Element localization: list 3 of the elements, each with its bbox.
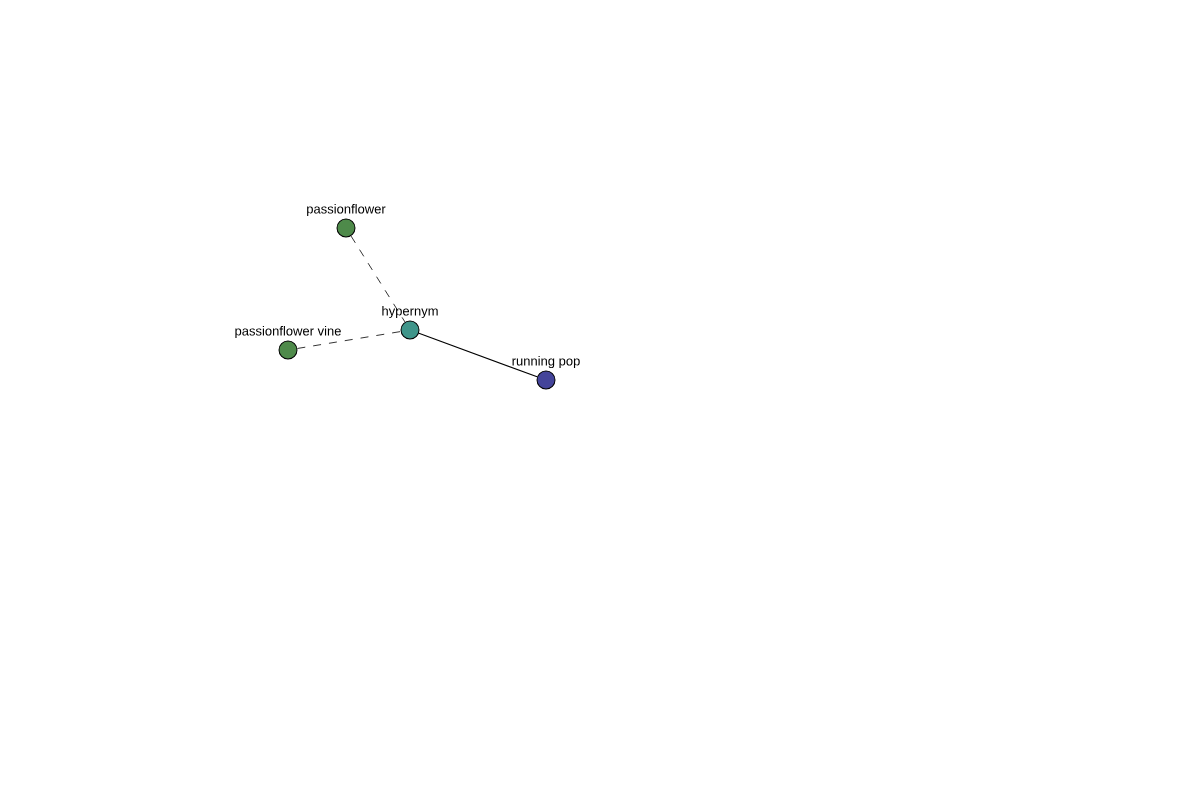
connector-line bbox=[350, 235, 406, 323]
connector-line bbox=[297, 331, 402, 349]
connector-line bbox=[418, 332, 538, 378]
